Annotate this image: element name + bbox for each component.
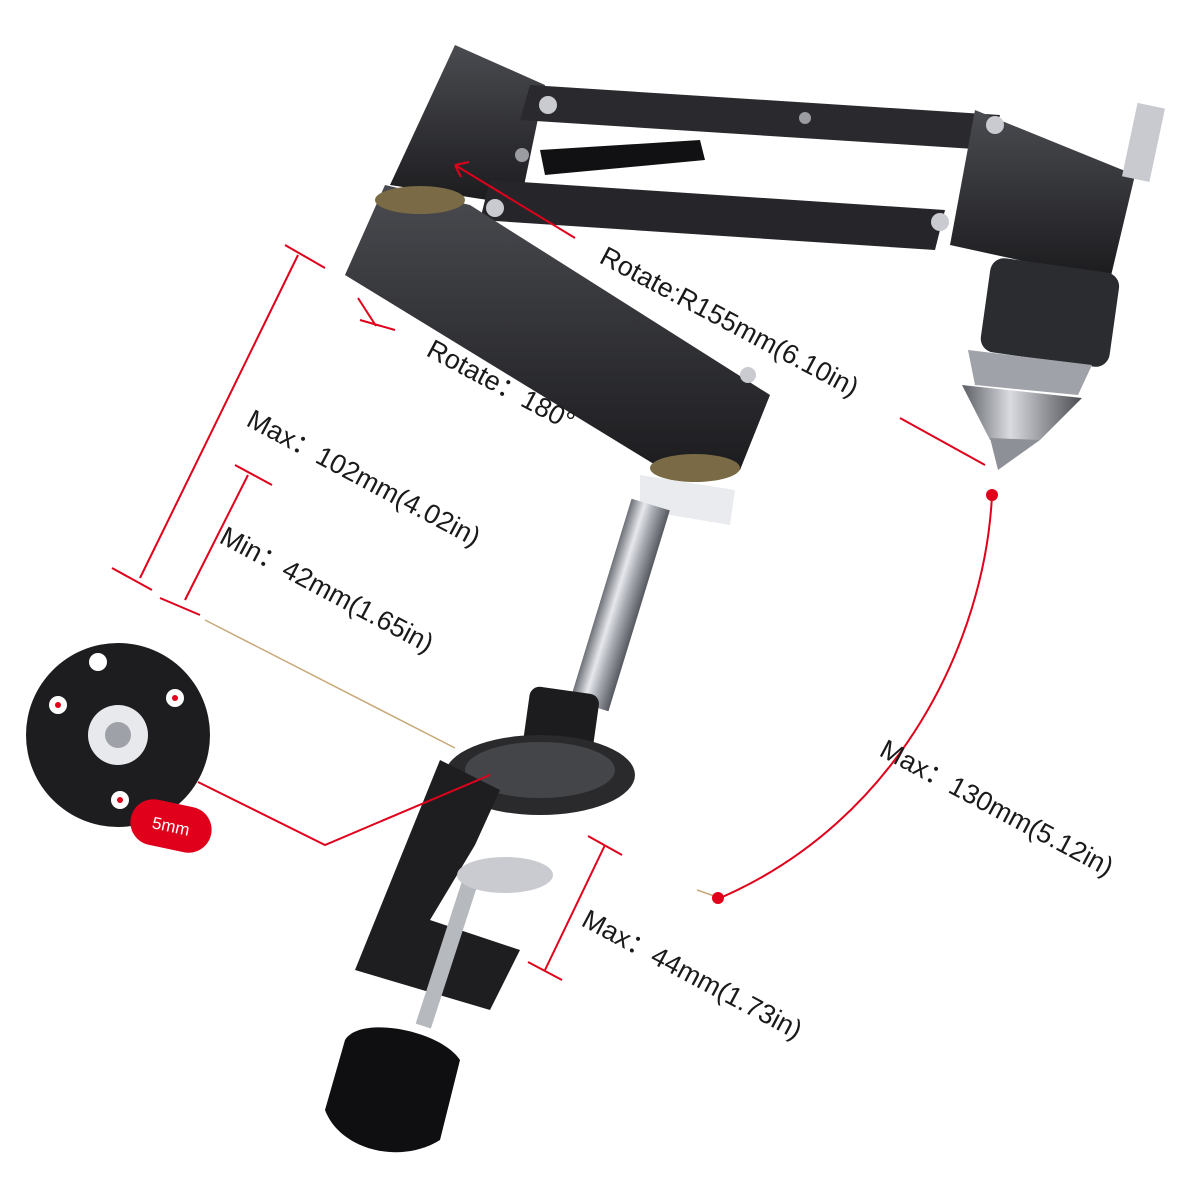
chuck-jaw-ring <box>968 350 1092 395</box>
height-leader <box>204 619 456 749</box>
upper-link-bar <box>520 85 1000 150</box>
upper-arm-assembly <box>390 45 1165 280</box>
clamp-knob <box>325 1027 460 1153</box>
screw-head <box>799 112 811 124</box>
screw-head <box>515 148 529 162</box>
dimension-annotations <box>111 161 993 981</box>
screw-head <box>486 199 504 217</box>
height-max-label: Max：102mm(4.02in) <box>242 404 485 552</box>
reach-end-dot <box>712 892 724 904</box>
screw-head <box>539 96 557 114</box>
swing-arm <box>345 185 770 525</box>
height-max-tick <box>284 244 326 269</box>
lower-link-bar <box>480 180 945 250</box>
clamp-screw <box>415 871 481 1029</box>
height-min-tick <box>234 464 273 486</box>
pivot-bearing <box>650 454 740 482</box>
right-head-block <box>950 110 1135 280</box>
base-plate-center-hole <box>105 722 131 748</box>
clamp-pad <box>457 857 553 893</box>
base-plate-leader <box>197 774 491 847</box>
steel-rod <box>570 498 670 712</box>
reach-start-dot <box>986 489 998 501</box>
clamp-max-dimension <box>544 844 606 971</box>
height-min-tick <box>159 597 201 616</box>
rotate-radius-arrow <box>454 161 470 178</box>
chuck-nose <box>962 385 1082 440</box>
link-handle <box>540 140 705 175</box>
rotate-radius-line <box>899 417 986 466</box>
vertical-post <box>445 498 670 815</box>
drill-chuck <box>962 258 1120 470</box>
height-max-tick <box>111 567 153 591</box>
clamp-frame <box>355 760 520 1010</box>
rotate-angle-tick <box>357 297 377 327</box>
height-min-label: Min：42mm(1.65in) <box>215 521 438 659</box>
chuck-tip <box>990 438 1040 470</box>
clamp-max-tick <box>587 835 623 856</box>
rotate-angle-arrow <box>359 319 396 331</box>
screw-head <box>740 367 756 383</box>
height-min-dimension <box>184 474 249 601</box>
clamp-max-tick <box>527 961 563 981</box>
left-pivot-block <box>390 45 545 205</box>
hex-shaft <box>1121 102 1165 183</box>
clamp-max-label: Max：44mm(1.73in) <box>577 904 807 1045</box>
screw-head <box>986 116 1004 134</box>
c-clamp <box>325 760 553 1153</box>
chuck-sleeve <box>980 258 1120 367</box>
base-plate-inset <box>26 643 210 827</box>
swing-arm-body <box>345 185 770 480</box>
screw-head <box>931 213 949 231</box>
mount-hole-dot <box>117 797 123 803</box>
reach-max-label: Max：130mm(5.12in) <box>875 734 1118 882</box>
rotate-radius-line <box>454 164 576 239</box>
mount-hole <box>89 653 107 671</box>
mount-flange-top <box>465 742 615 798</box>
pivot-bearing <box>375 186 465 214</box>
mount-hole-dot <box>172 695 178 701</box>
reach-arc <box>719 494 993 899</box>
height-max-dimension <box>139 254 299 579</box>
hole-size-badge: 5mm <box>130 799 212 853</box>
mount-hole-dot <box>55 702 61 708</box>
